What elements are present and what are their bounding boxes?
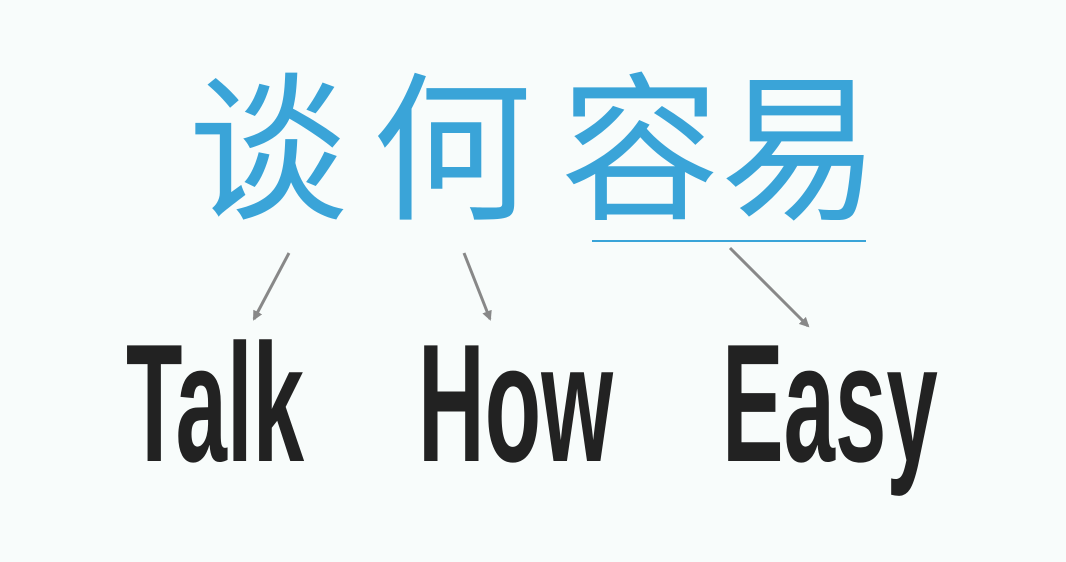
english-word-how: How [418, 309, 614, 497]
chinese-word-rongyi: 容易 [560, 58, 881, 245]
english-word-talk: Talk [126, 309, 305, 497]
arrow-easy [728, 246, 810, 328]
arrow-how [462, 252, 492, 321]
chinese-word-he: 何 [372, 58, 533, 245]
arrow-talk [252, 252, 291, 321]
english-word-easy: Easy [722, 309, 938, 497]
chinese-word-tan: 谈 [188, 58, 349, 245]
rongyi-underline [592, 240, 866, 242]
